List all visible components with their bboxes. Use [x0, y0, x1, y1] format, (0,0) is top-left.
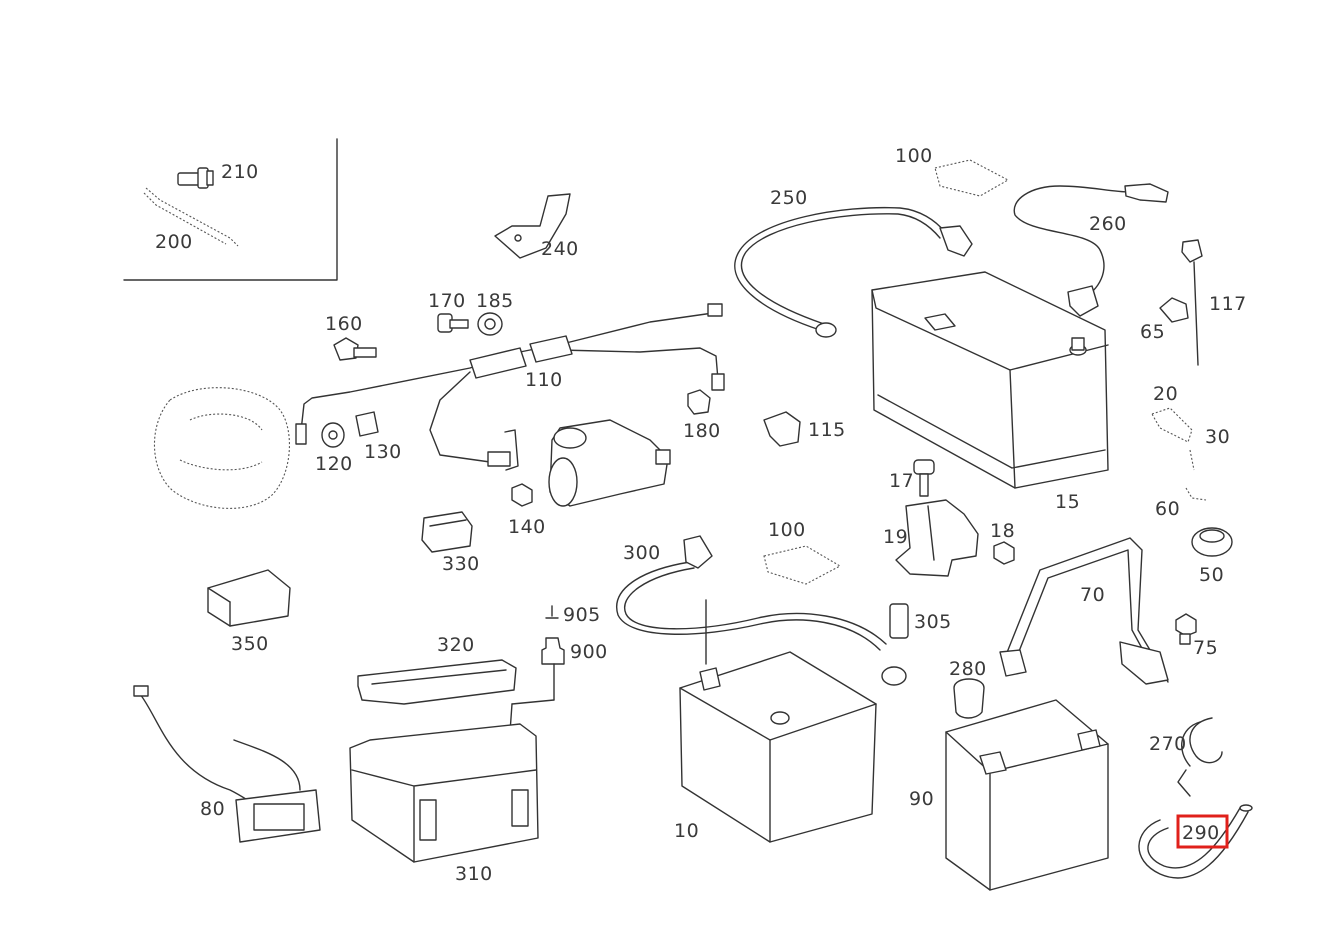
part-100-pad-lower-icon[interactable] [763, 545, 842, 585]
part-185-nut-icon[interactable] [477, 312, 503, 336]
part-75-screw-icon[interactable] [1175, 613, 1197, 645]
part-900-connector-icon[interactable] [509, 637, 565, 733]
part-140-nut-icon[interactable] [511, 483, 533, 507]
label-18[interactable]: 18 [990, 520, 1015, 542]
part-65-clip-icon[interactable] [1159, 297, 1189, 323]
label-30[interactable]: 30 [1205, 426, 1230, 448]
part-115-clip-icon[interactable] [763, 411, 801, 447]
part-180-nut-icon[interactable] [687, 389, 711, 415]
label-10[interactable]: 10 [674, 820, 699, 842]
label-905[interactable]: 905 [563, 604, 601, 626]
label-320[interactable]: 320 [437, 634, 475, 656]
part-70-strap-icon[interactable] [999, 537, 1169, 685]
label-350[interactable]: 350 [231, 633, 269, 655]
starter-motor-icon [548, 419, 671, 507]
label-300[interactable]: 300 [623, 542, 661, 564]
inset-frame [123, 138, 338, 281]
part-280-cap-icon[interactable] [953, 678, 985, 719]
part-19-terminal-icon[interactable] [895, 499, 979, 577]
label-120[interactable]: 120 [315, 453, 353, 475]
label-110[interactable]: 110 [525, 369, 563, 391]
label-210[interactable]: 210 [221, 161, 259, 183]
part-90-battery-icon[interactable] [945, 699, 1109, 891]
part-170-bolt-icon[interactable] [437, 313, 469, 333]
label-90[interactable]: 90 [909, 788, 934, 810]
alternator-icon [153, 387, 290, 509]
label-180[interactable]: 180 [683, 420, 721, 442]
part-117-wire-icon[interactable] [1181, 239, 1203, 366]
label-200[interactable]: 200 [155, 231, 193, 253]
part-350-box-icon[interactable] [207, 569, 291, 627]
label-130[interactable]: 130 [364, 441, 402, 463]
part-80-connector-icon[interactable] [133, 685, 321, 843]
label-170[interactable]: 170 [428, 290, 466, 312]
part-260-cable-icon[interactable] [1013, 183, 1169, 317]
part-300-cable-icon[interactable] [616, 535, 907, 686]
label-305[interactable]: 305 [914, 611, 952, 633]
label-100-top[interactable]: 100 [895, 145, 933, 167]
label-900[interactable]: 900 [570, 641, 608, 663]
part-18-nut-icon[interactable] [993, 541, 1015, 565]
label-50[interactable]: 50 [1199, 564, 1224, 586]
label-290[interactable]: 290 [1182, 822, 1220, 844]
part-20-30-60-vent-icon[interactable] [1151, 407, 1207, 501]
part-270-hose-icon[interactable] [1177, 717, 1223, 797]
part-110-harness-icon[interactable] [295, 303, 725, 471]
label-19[interactable]: 19 [883, 526, 908, 548]
label-280[interactable]: 280 [949, 658, 987, 680]
part-160-bolt-icon[interactable] [333, 337, 377, 361]
part-15-battery-icon[interactable] [871, 271, 1109, 489]
part-320-cover-icon[interactable] [357, 659, 517, 705]
part-200-tool-icon[interactable] [143, 187, 239, 247]
label-117[interactable]: 117 [1209, 293, 1247, 315]
part-250-cable-icon[interactable] [734, 206, 973, 338]
label-17[interactable]: 17 [889, 470, 914, 492]
part-17-bolt-icon[interactable] [913, 459, 935, 497]
part-10-battery-icon[interactable] [679, 651, 877, 843]
part-240-bracket-icon[interactable] [494, 193, 571, 259]
label-100-lower[interactable]: 100 [768, 519, 806, 541]
label-80[interactable]: 80 [200, 798, 225, 820]
part-330-holder-icon[interactable] [421, 511, 473, 553]
part-305-spacer-icon[interactable] [889, 603, 909, 639]
label-260[interactable]: 260 [1089, 213, 1127, 235]
label-240[interactable]: 240 [541, 238, 579, 260]
label-160[interactable]: 160 [325, 313, 363, 335]
highlight-box [1176, 814, 1229, 849]
part-905-pin-icon[interactable] [545, 605, 559, 619]
part-labels: 210 200 240 250 100 260 117 65 160 170 1… [155, 145, 1247, 885]
label-20[interactable]: 20 [1153, 383, 1178, 405]
label-185[interactable]: 185 [476, 290, 514, 312]
label-310[interactable]: 310 [455, 863, 493, 885]
label-330[interactable]: 330 [442, 553, 480, 575]
label-65[interactable]: 65 [1140, 321, 1165, 343]
label-70[interactable]: 70 [1080, 584, 1105, 606]
part-130-sleeve-icon[interactable] [355, 411, 379, 437]
label-140[interactable]: 140 [508, 516, 546, 538]
label-15[interactable]: 15 [1055, 491, 1080, 513]
label-115[interactable]: 115 [808, 419, 846, 441]
label-270[interactable]: 270 [1149, 733, 1187, 755]
part-120-washer-icon[interactable] [321, 422, 345, 448]
label-60[interactable]: 60 [1155, 498, 1180, 520]
part-210-screw-icon[interactable] [177, 167, 214, 189]
part-310-fusebox-icon[interactable] [349, 723, 539, 863]
label-250[interactable]: 250 [770, 187, 808, 209]
part-50-plug-icon[interactable] [1191, 527, 1233, 557]
part-100-pad-top-icon[interactable] [934, 159, 1010, 197]
label-75[interactable]: 75 [1193, 637, 1218, 659]
